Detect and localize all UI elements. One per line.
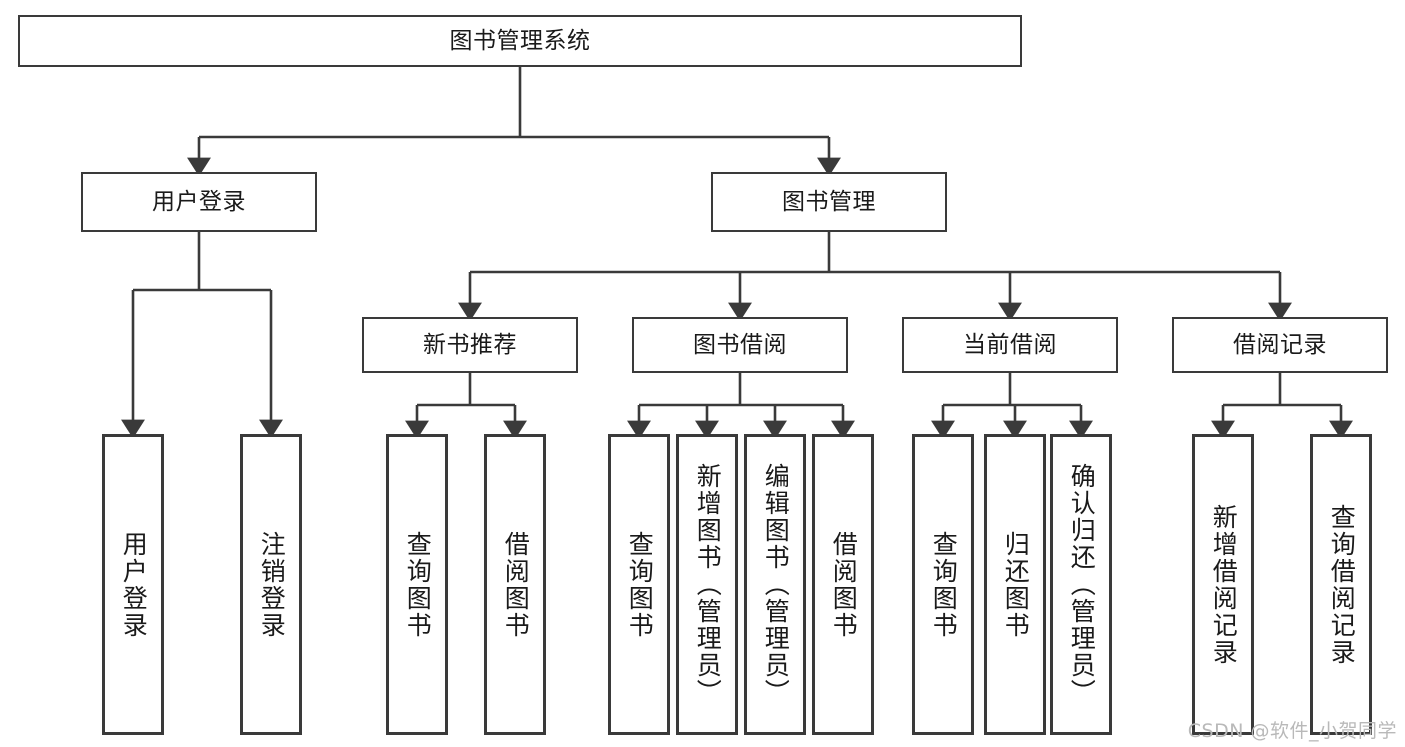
- leaf-add-book-admin-label: 新增图书（管理员）: [693, 463, 723, 706]
- node-current-borrow-label: 当前借阅: [963, 331, 1057, 358]
- leaf-edit-book-admin-label: 编辑图书（管理员）: [761, 463, 791, 706]
- leaf-confirm-return-admin[interactable]: 确认归还（管理员）: [1050, 434, 1112, 735]
- leaf-query-book-borrow-label: 查询图书: [625, 530, 655, 639]
- node-book-borrow[interactable]: 图书借阅: [632, 317, 848, 373]
- leaf-confirm-return-admin-label: 确认归还（管理员）: [1067, 463, 1097, 706]
- leaf-logout[interactable]: 注销登录: [240, 434, 302, 735]
- leaf-query-book-newbook-label: 查询图书: [403, 530, 433, 639]
- node-new-book-recommend-label: 新书推荐: [423, 331, 517, 358]
- leaf-return-book[interactable]: 归还图书: [984, 434, 1046, 735]
- leaf-lend-book[interactable]: 借阅图书: [812, 434, 874, 735]
- node-borrow-record[interactable]: 借阅记录: [1172, 317, 1388, 373]
- node-book-borrow-label: 图书借阅: [693, 331, 787, 358]
- leaf-edit-book-admin[interactable]: 编辑图书（管理员）: [744, 434, 806, 735]
- leaf-query-book-current[interactable]: 查询图书: [912, 434, 974, 735]
- leaf-borrow-book-newbook-label: 借阅图书: [501, 530, 531, 639]
- watermark: CSDN @软件_小贺同学: [1187, 720, 1397, 742]
- leaf-add-book-admin[interactable]: 新增图书（管理员）: [676, 434, 738, 735]
- leaf-logout-label: 注销登录: [257, 530, 287, 639]
- node-root-label: 图书管理系统: [449, 27, 591, 54]
- node-user-login[interactable]: 用户登录: [81, 172, 317, 232]
- leaf-lend-book-label: 借阅图书: [829, 530, 859, 639]
- node-new-book-recommend[interactable]: 新书推荐: [362, 317, 578, 373]
- node-book-management-label: 图书管理: [782, 188, 876, 215]
- leaf-user-login[interactable]: 用户登录: [102, 434, 164, 735]
- node-user-login-label: 用户登录: [152, 188, 246, 215]
- leaf-user-login-label: 用户登录: [119, 530, 149, 639]
- leaf-add-borrow-record-label: 新增借阅记录: [1209, 503, 1239, 666]
- node-borrow-record-label: 借阅记录: [1233, 331, 1327, 358]
- leaf-query-borrow-record[interactable]: 查询借阅记录: [1310, 434, 1372, 735]
- leaf-query-book-newbook[interactable]: 查询图书: [386, 434, 448, 735]
- leaf-borrow-book-newbook[interactable]: 借阅图书: [484, 434, 546, 735]
- node-current-borrow[interactable]: 当前借阅: [902, 317, 1118, 373]
- leaf-add-borrow-record[interactable]: 新增借阅记录: [1192, 434, 1254, 735]
- leaf-query-borrow-record-label: 查询借阅记录: [1327, 503, 1357, 666]
- leaf-query-book-current-label: 查询图书: [929, 530, 959, 639]
- leaf-return-book-label: 归还图书: [1001, 530, 1031, 639]
- leaf-query-book-borrow[interactable]: 查询图书: [608, 434, 670, 735]
- node-book-management[interactable]: 图书管理: [711, 172, 947, 232]
- node-root[interactable]: 图书管理系统: [18, 15, 1022, 67]
